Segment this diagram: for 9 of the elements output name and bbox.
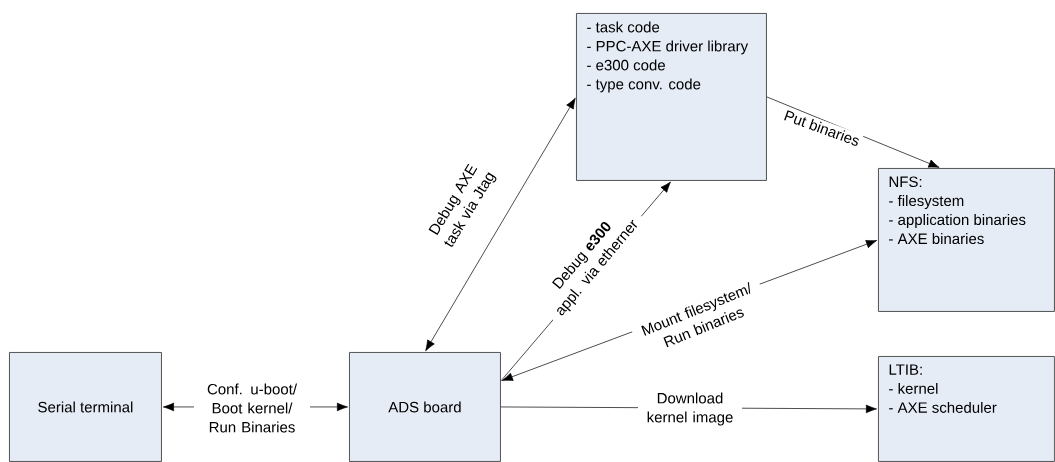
process-box: Serial terminal	[9, 352, 162, 462]
process-box: NFS: - filesystem - application binaries - AXE binaries	[878, 168, 1055, 312]
edge-label: Download kernel image	[638, 390, 742, 428]
arrow	[425, 97, 576, 352]
arrow	[766, 96, 940, 168]
process-box: LTIB: - kernel - AXE scheduler	[878, 356, 1055, 462]
process-box: - task code - PPC-AXE driver library - e300 code - type conv. code	[576, 13, 767, 181]
edge-label: Conf. u-boot/ Boot kernel/ Run Binaries	[194, 381, 310, 435]
process-box: ADS board	[349, 352, 501, 462]
